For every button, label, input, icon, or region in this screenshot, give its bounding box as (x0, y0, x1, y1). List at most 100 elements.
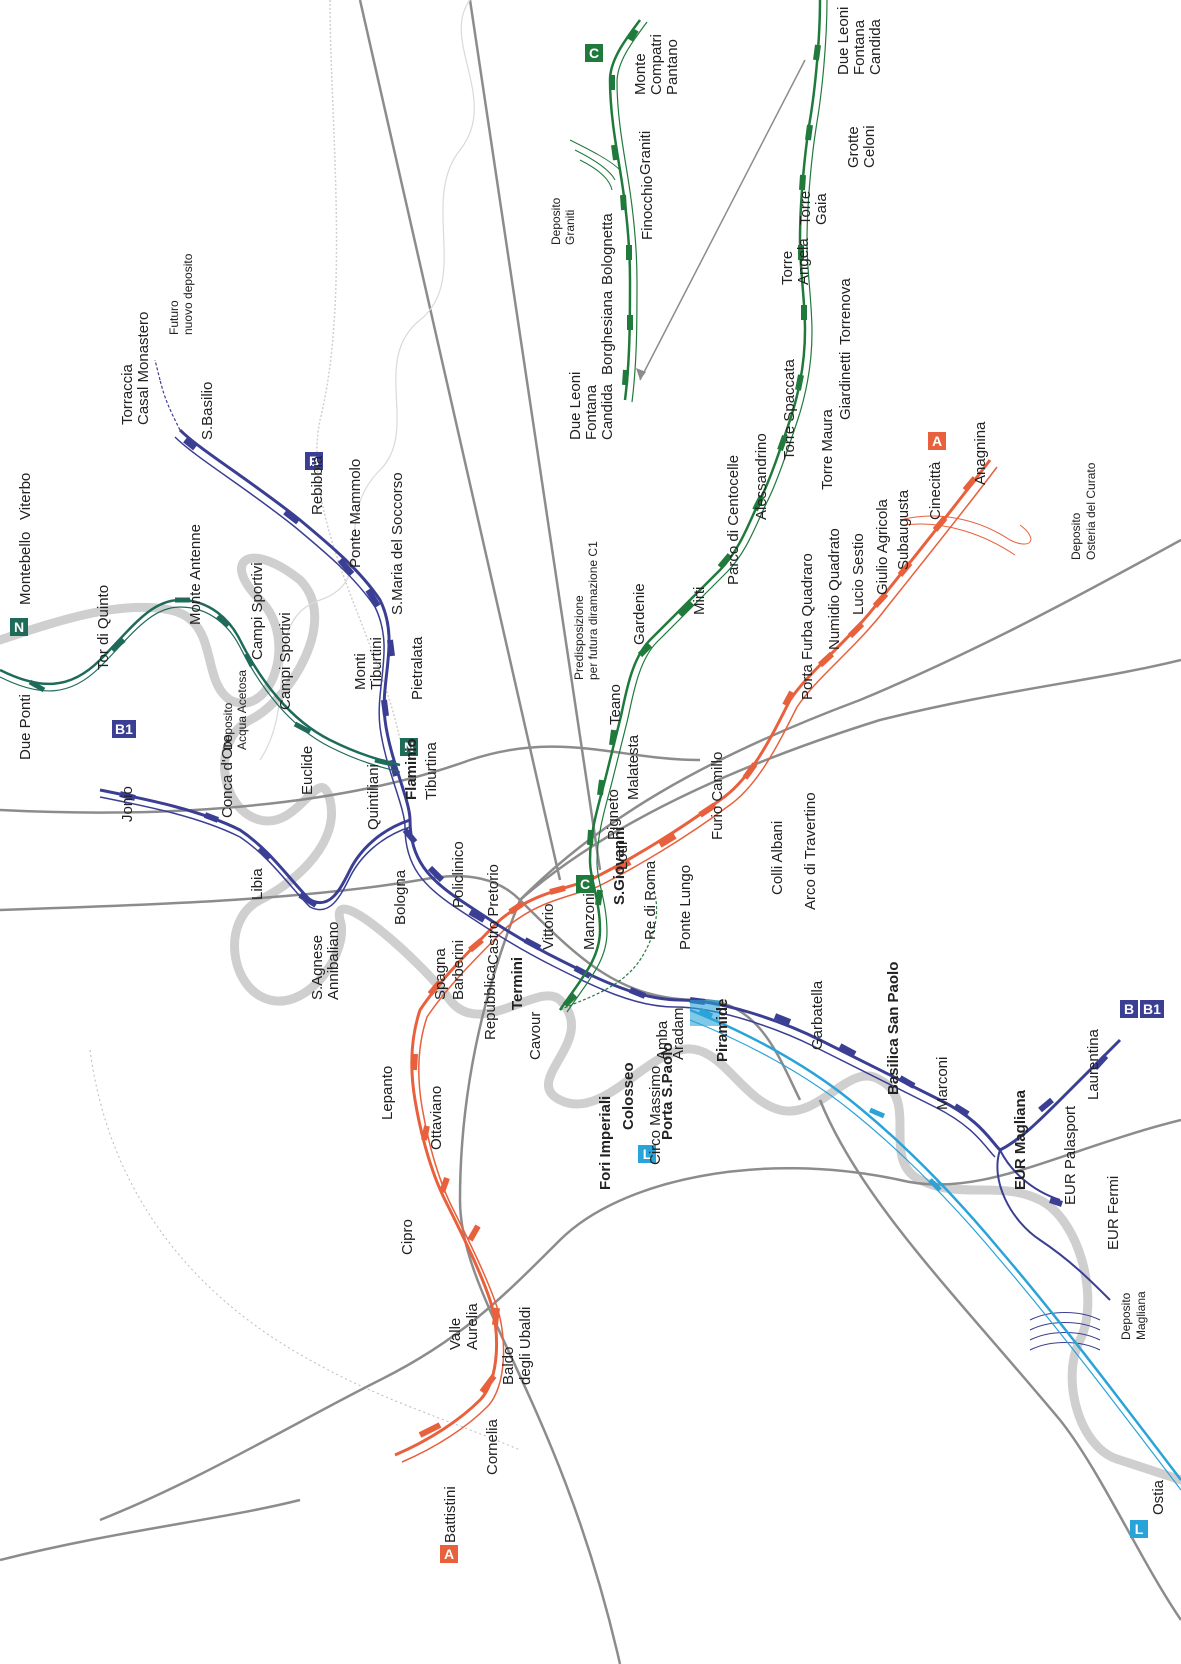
station-torre-gaia-1[interactable]: Torre (797, 191, 814, 225)
station-graniti[interactable]: Graniti (637, 131, 654, 175)
station-pietralata[interactable]: Pietralata (409, 636, 426, 700)
station-due-leoni-b-1[interactable]: Due Leoni (835, 7, 852, 75)
station-euclide[interactable]: Euclide (299, 746, 316, 795)
station-battistini[interactable]: Battistini (442, 1486, 459, 1543)
station-torraccia-1[interactable]: Torraccia (119, 363, 136, 425)
station-torre-spaccata[interactable]: Torre Spaccata (781, 358, 798, 460)
station-sgiovanni[interactable]: S.Giovanni (611, 827, 628, 905)
station-porta-s-paolo[interactable]: Porta S.Paolo (659, 1042, 676, 1140)
station-monte-compatri-2[interactable]: Compatri (648, 34, 665, 95)
station-tiburtina[interactable]: Tiburtina (423, 742, 440, 800)
badge-l-psp[interactable]: L (638, 1145, 656, 1163)
station-porta-furba[interactable]: Porta Furba Quadraro (799, 553, 816, 700)
station-malatesta[interactable]: Malatesta (625, 734, 642, 800)
badge-c-sg[interactable]: C (576, 875, 594, 893)
badge-b-laur[interactable]: B (1120, 1000, 1138, 1018)
station-campi-1[interactable]: Campi Sportivi (249, 562, 266, 660)
station-ostia[interactable]: Ostia (1150, 1479, 1167, 1515)
station-sagnese-1[interactable]: S.Agnese (309, 935, 326, 1000)
station-mirti[interactable]: Mirti (691, 587, 708, 615)
station-viterbo[interactable]: Viterbo (17, 473, 34, 520)
station-colosseo[interactable]: Colosseo (620, 1062, 637, 1130)
station-piramide[interactable]: Piramide (714, 999, 731, 1062)
station-torrenova[interactable]: Torrenova (837, 278, 854, 345)
station-due-leoni-a-3[interactable]: Candida (599, 383, 616, 440)
station-valle-2[interactable]: Aurelia (464, 1303, 481, 1350)
station-monte-compatri-1[interactable]: Monte (632, 53, 649, 95)
station-montebello[interactable]: Montebello (17, 532, 34, 605)
station-valle-1[interactable]: Valle (447, 1318, 464, 1350)
station-monte-compatri-3[interactable]: Pantano (664, 39, 681, 95)
station-lucio-sestio[interactable]: Lucio Sestio (850, 533, 867, 615)
badge-b-end[interactable]: B (305, 452, 323, 470)
station-monte-antenne[interactable]: Monte Antenne (187, 524, 204, 625)
badge-n-top[interactable]: N (10, 618, 28, 636)
station-cinecitta[interactable]: Cinecittà (927, 461, 944, 520)
station-sagnese-2[interactable]: Annibaliano (325, 922, 342, 1000)
station-policlinico[interactable]: Policlinico (450, 841, 467, 908)
station-baldo-1[interactable]: Baldo (500, 1347, 517, 1385)
station-parco-centocelle[interactable]: Parco di Centocelle (725, 455, 742, 585)
station-spagna[interactable]: Spagna (432, 948, 449, 1000)
station-due-leoni-a-1[interactable]: Due Leoni (567, 372, 584, 440)
badge-a-end[interactable]: A (928, 432, 946, 450)
station-cavour[interactable]: Cavour (527, 1012, 544, 1060)
station-castro-pretorio[interactable]: Castro Pretorio (485, 864, 502, 965)
station-grotte-2[interactable]: Celoni (861, 125, 878, 168)
station-fori-imperiali[interactable]: Fori Imperiali (597, 1096, 614, 1190)
station-cornelia[interactable]: Cornelia (484, 1418, 501, 1475)
station-barberini[interactable]: Barberini (450, 940, 467, 1000)
station-colli-albani[interactable]: Colli Albani (769, 821, 786, 895)
station-re-di-roma[interactable]: Re di Roma (642, 860, 659, 940)
station-monti-2[interactable]: Tiburtini (368, 637, 385, 690)
station-due-leoni-a-2[interactable]: Fontana (583, 384, 600, 440)
station-bolognetta[interactable]: Bolognetta (599, 213, 616, 285)
station-laurentina[interactable]: Laurentina (1085, 1028, 1102, 1100)
station-borghesiana[interactable]: Borghesiana (599, 290, 616, 375)
station-flaminio[interactable]: Flaminio (403, 738, 420, 800)
station-eur-magliana[interactable]: EUR Magliana (1012, 1089, 1029, 1190)
station-basilica[interactable]: Basilica San Paolo (885, 962, 902, 1095)
station-furio-camillo[interactable]: Furio Camillo (709, 752, 726, 840)
station-rebibbia[interactable]: Rebibbia (309, 455, 326, 515)
station-lodi[interactable]: Lodi (614, 842, 631, 870)
station-circo-massimo[interactable]: Circo Massimo (647, 1066, 664, 1165)
station-marconi[interactable]: Marconi (934, 1057, 951, 1110)
station-eur-fermi[interactable]: EUR Fermi (1105, 1176, 1122, 1250)
station-ponte-lungo[interactable]: Ponte Lungo (677, 865, 694, 950)
station-arco-travertino[interactable]: Arco di Travertino (802, 792, 819, 910)
station-grotte-1[interactable]: Grotte (845, 126, 862, 168)
station-lepanto[interactable]: Lepanto (379, 1066, 396, 1120)
station-monti-1[interactable]: Monti (352, 653, 369, 690)
badge-b1-laur[interactable]: B1 (1140, 1000, 1164, 1018)
station-alessandrino[interactable]: Alessandrino (753, 433, 770, 520)
station-conca-doro[interactable]: Conca d'Oro (219, 734, 236, 818)
station-torre-maura[interactable]: Torre Maura (819, 408, 836, 490)
station-pigneto[interactable]: Pigneto (605, 789, 622, 840)
station-ottaviano[interactable]: Ottaviano (428, 1086, 445, 1150)
station-vittorio[interactable]: Vittorio (540, 904, 557, 950)
station-due-leoni-b-2[interactable]: Fontana (851, 19, 868, 75)
station-termini[interactable]: Termini (509, 957, 526, 1010)
station-bologna[interactable]: Bologna (392, 869, 409, 925)
badge-a-start[interactable]: A (440, 1545, 458, 1563)
station-manzoni[interactable]: Manzoni (581, 893, 598, 950)
station-subaugusta[interactable]: Subaugusta (895, 489, 912, 570)
station-torre-angela-2[interactable]: Angela (795, 238, 812, 285)
station-tor-di-quinto[interactable]: Tor di Quinto (95, 585, 112, 670)
station-quintiliani[interactable]: Quintiliani (365, 764, 382, 830)
badge-b1-jonio[interactable]: B1 (112, 720, 136, 738)
station-teano[interactable]: Teano (607, 684, 624, 725)
badge-c-top[interactable]: C (585, 44, 603, 62)
station-amba-1[interactable]: Amba (654, 1020, 671, 1060)
station-amba-2[interactable]: Aradam (670, 1007, 687, 1060)
station-due-leoni-b-3[interactable]: Candida (867, 18, 884, 75)
station-giardinetti[interactable]: Giardinetti (837, 352, 854, 420)
station-libia[interactable]: Libia (249, 868, 266, 900)
station-garbatella[interactable]: Garbatella (809, 980, 826, 1050)
station-gardenie[interactable]: Gardenie (631, 583, 648, 645)
station-giulio-agricola[interactable]: Giulio Agricola (874, 498, 891, 595)
station-numidio[interactable]: Numidio Quadrato (826, 528, 843, 650)
station-campi-2[interactable]: Campi Sportivi (277, 612, 294, 710)
station-sbasilio[interactable]: S.Basilio (199, 382, 216, 440)
